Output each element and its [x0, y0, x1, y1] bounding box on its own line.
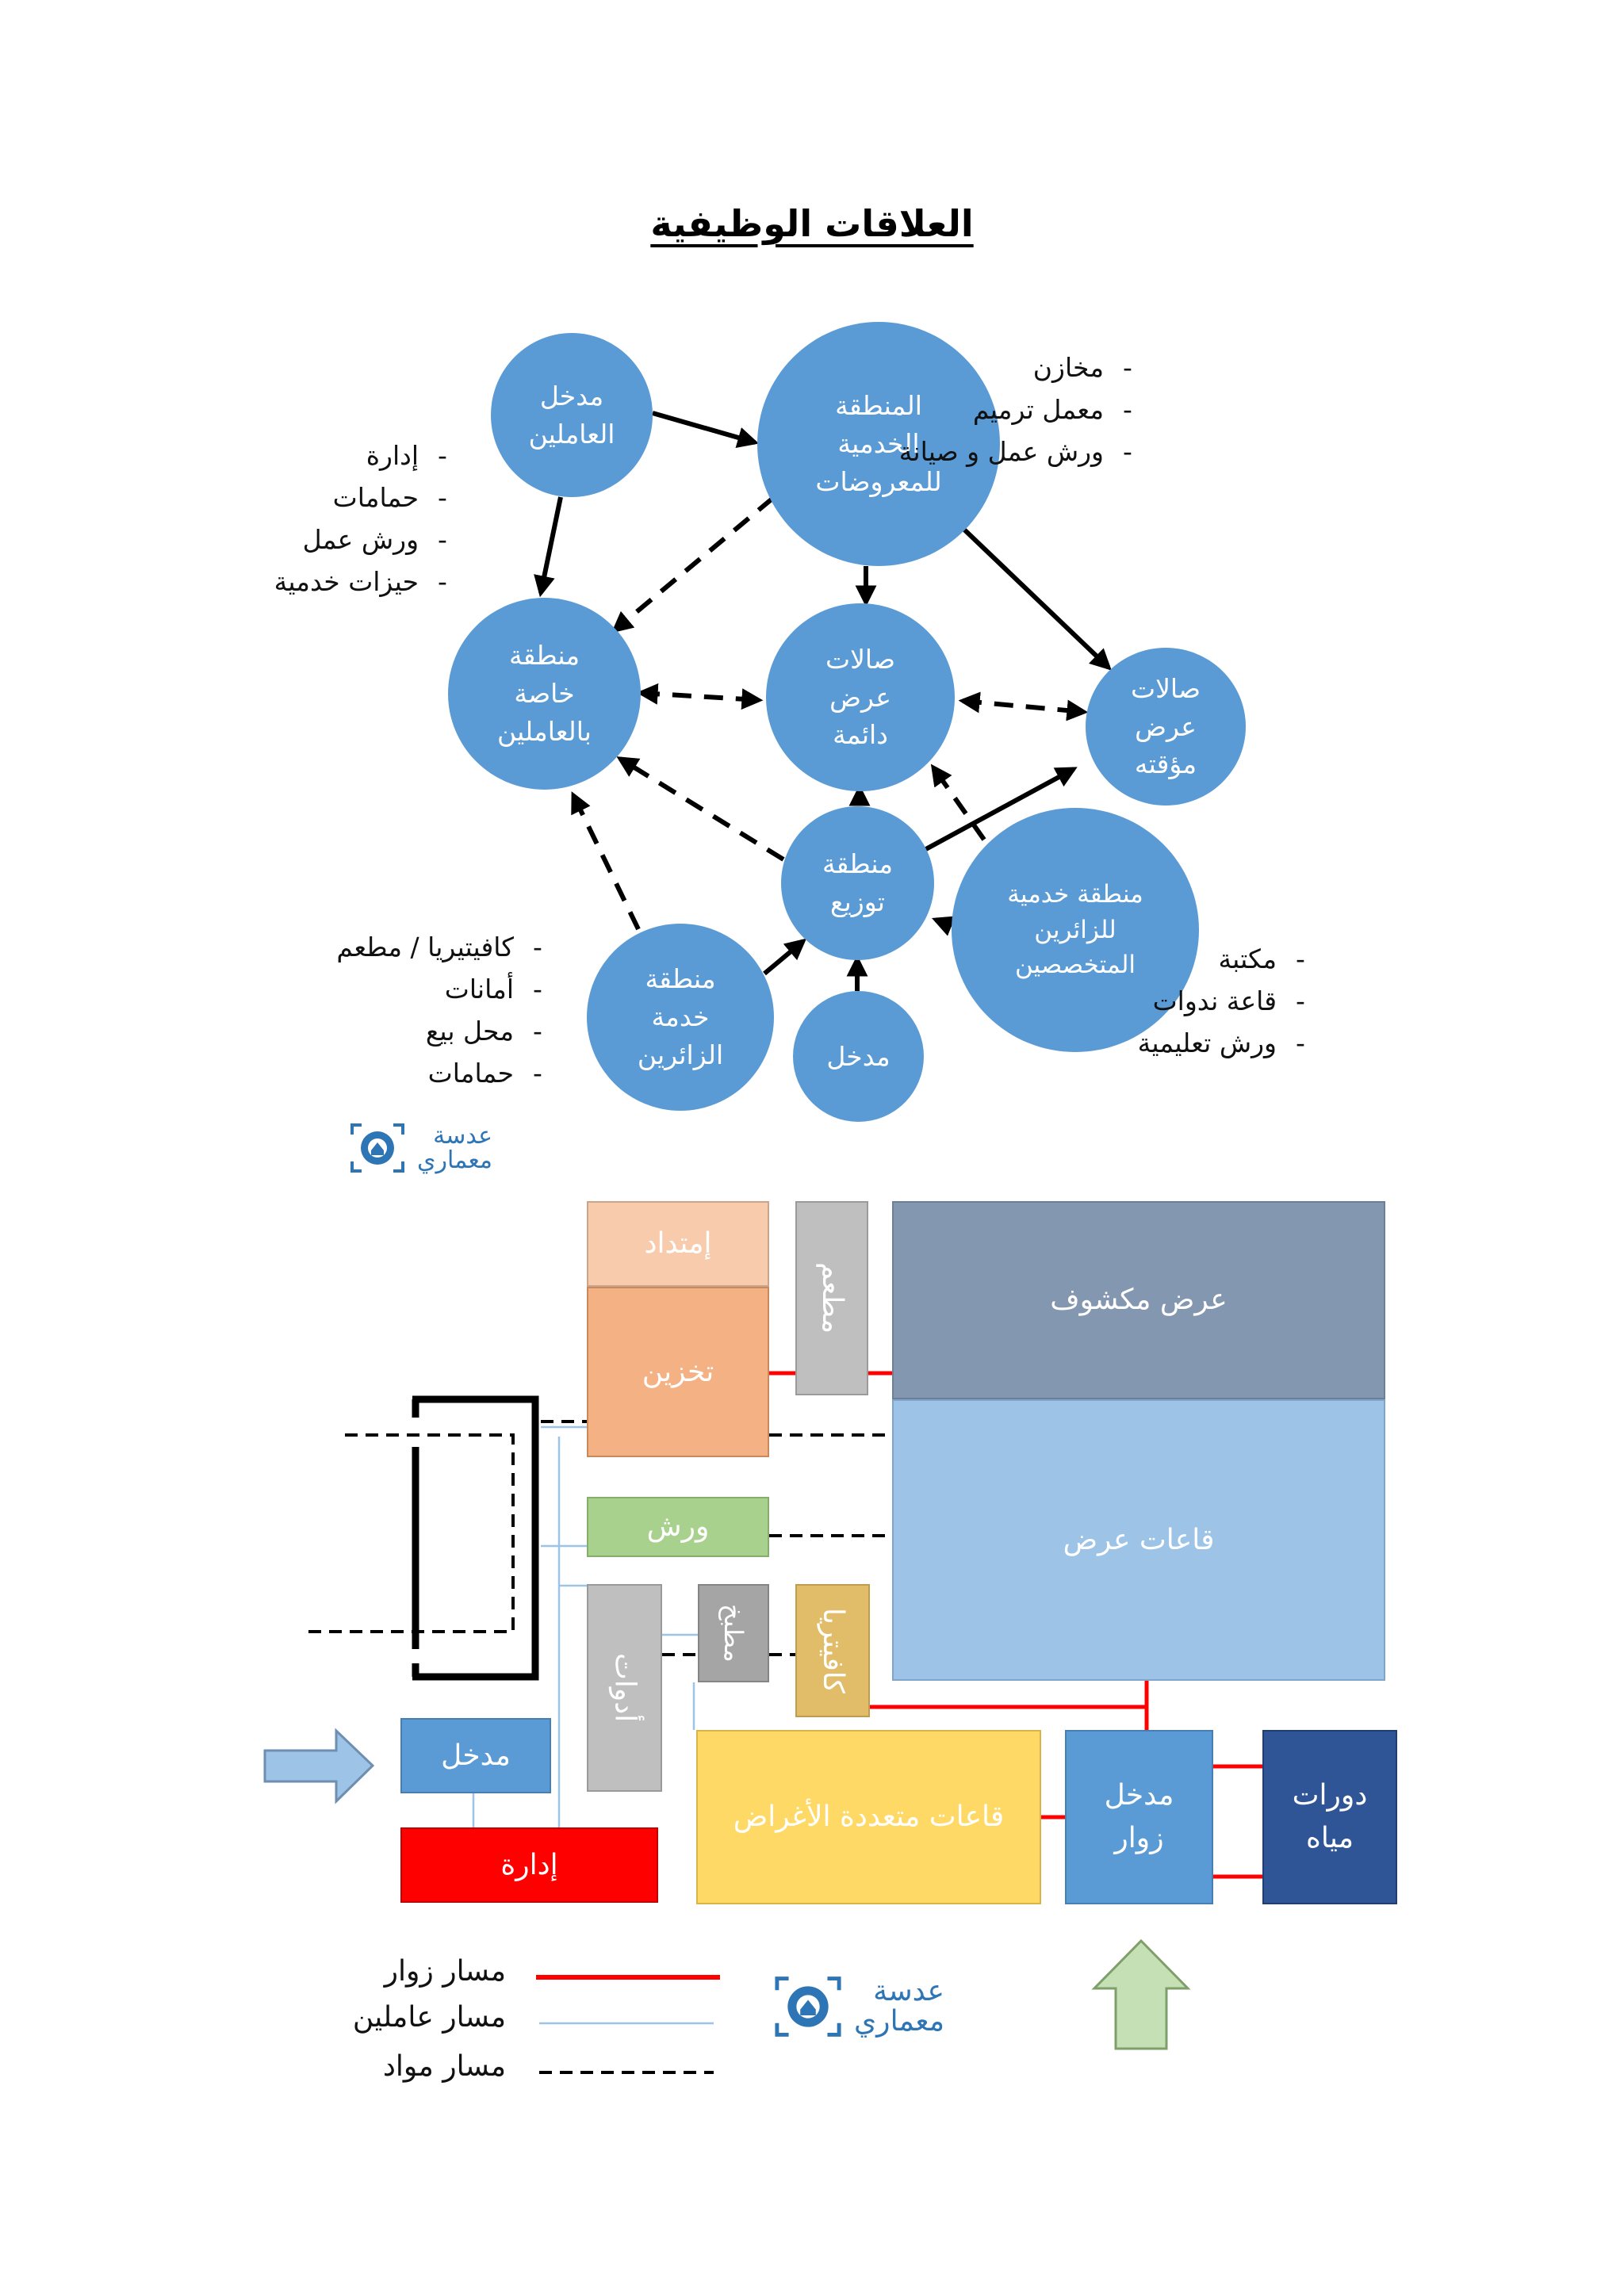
- dashed-specialists-to-permanent: [930, 763, 986, 841]
- note-item: حمامات: [274, 476, 466, 519]
- node-distribution: منطقة توزيع: [781, 806, 934, 960]
- node-visitor-service: منطقة خدمة الزائرين: [587, 924, 774, 1111]
- arrow-distribution-to-temporary: [921, 767, 1078, 853]
- logo-text: عدسة معماري: [417, 1123, 492, 1173]
- plan-extension: إمتداد: [587, 1201, 769, 1287]
- outline-bracket: [412, 1395, 539, 1681]
- arrow-distribution-to-visitor-service: [763, 938, 807, 976]
- legend-visitor-label: مسار زوار: [384, 1955, 506, 1988]
- staff-entrance-arrow-icon: [263, 1728, 375, 1804]
- note-item: كافيتيريا / مطعم: [336, 926, 561, 968]
- notes-service-zone: مخازن معمل ترميم ورش عمل و صيانة: [899, 346, 1151, 473]
- bubble-arrows: [534, 411, 1112, 991]
- plan-tools: أدوات: [587, 1584, 662, 1792]
- plan-visitor-paths: [769, 1371, 1262, 1879]
- note-item: حيزات خدمية: [274, 561, 466, 603]
- note-item: مخازن: [899, 346, 1151, 388]
- plan-multipurpose: قاعات متعددة الأغراض: [696, 1730, 1041, 1904]
- notes-visitor-service: كافيتيريا / مطعم أمانات محل بيع حمامات: [336, 926, 561, 1094]
- plan-workshops: ورش: [587, 1497, 769, 1557]
- arrow-specialists-to-distribution: [931, 916, 956, 936]
- plan-storage: تخزين: [587, 1287, 769, 1457]
- logo-top: عدسة معماري: [349, 1122, 492, 1174]
- camera-lens-logo-icon: [350, 1123, 404, 1173]
- plan-open-display: عرض مكشوف: [892, 1201, 1385, 1399]
- logo-text: عدسة معماري: [854, 1976, 944, 2037]
- plan-administration: إدارة: [400, 1827, 658, 1903]
- note-item: معمل ترميم: [899, 388, 1151, 430]
- visitor-entrance-arrow-icon: [1091, 1938, 1191, 2050]
- plan-toilets: دورات مياه: [1262, 1730, 1397, 1904]
- plan-visitor-entrance: مدخل زوار: [1065, 1730, 1213, 1904]
- note-item: ورش تعليمية: [1138, 1022, 1324, 1064]
- dashed-staff-area-permanent: [636, 683, 764, 710]
- node-permanent-halls: صالات عرض دائمة: [766, 603, 955, 791]
- note-item: قاعة ندوات: [1138, 980, 1324, 1022]
- dashed-distribution-to-staff-area: [616, 756, 785, 862]
- bubble-dashed-arrows: [571, 496, 1089, 931]
- logo-line-2: معماري: [854, 2005, 944, 2038]
- plan-entrance: مدخل: [400, 1718, 551, 1793]
- camera-lens-logo-icon: [775, 1976, 841, 2037]
- note-item: مكتبة: [1138, 938, 1324, 980]
- plan-material-paths: [301, 1420, 892, 1656]
- node-staff-entrance: مدخل العاملين: [491, 333, 653, 497]
- arrow-staff-entrance-to-service: [652, 411, 760, 449]
- material-inner-loop: [301, 1433, 515, 1633]
- notes-specialists: مكتبة قاعة ندوات ورش تعليمية: [1138, 938, 1324, 1064]
- plan-kitchen: مطبخ: [698, 1584, 769, 1682]
- note-item: محل بيع: [336, 1010, 561, 1052]
- dashed-visitor-service-to-staff-area: [571, 791, 641, 931]
- plan-cafeteria: كافيتريا: [795, 1584, 870, 1717]
- note-item: إدارة: [274, 434, 466, 476]
- plan-restaurant: مطعم: [795, 1201, 868, 1395]
- arrow-staff-entrance-to-staff-area: [534, 496, 563, 598]
- page-title: العلاقات الوظيفية: [650, 202, 974, 245]
- plan-building-outline: [412, 1395, 539, 1681]
- legend-staff-label: مسار عاملين: [352, 2001, 506, 2034]
- node-entrance: مدخل: [793, 991, 924, 1122]
- logo-line-2: معماري: [417, 1146, 492, 1174]
- logo-line-1: عدسة: [873, 1975, 944, 2008]
- note-item: ورش عمل: [274, 519, 466, 561]
- notes-staff-area: إدارة حمامات ورش عمل حيزات خدمية: [274, 434, 466, 603]
- node-temporary-halls: صالات عرض مؤقته: [1086, 648, 1246, 806]
- note-item: أمانات: [336, 968, 561, 1010]
- dashed-service-to-staff-area: [611, 496, 775, 633]
- visitor-cafe-to-entrance: [870, 1705, 1149, 1730]
- logo-bottom: عدسة معماري: [773, 1974, 944, 2039]
- note-item: حمامات: [336, 1052, 561, 1094]
- logo-line-1: عدسة: [433, 1121, 492, 1150]
- arrow-service-to-temporary: [962, 527, 1112, 671]
- node-staff-area: منطقة خاصة بالعاملين: [448, 598, 641, 790]
- dashed-permanent-temporary: [958, 691, 1089, 721]
- note-item: ورش عمل و صيانة: [899, 430, 1151, 473]
- plan-staff-paths: [472, 1425, 698, 1827]
- legend-material-label: مسار مواد: [382, 2050, 506, 2083]
- plan-display-halls: قاعات عرض: [892, 1399, 1385, 1681]
